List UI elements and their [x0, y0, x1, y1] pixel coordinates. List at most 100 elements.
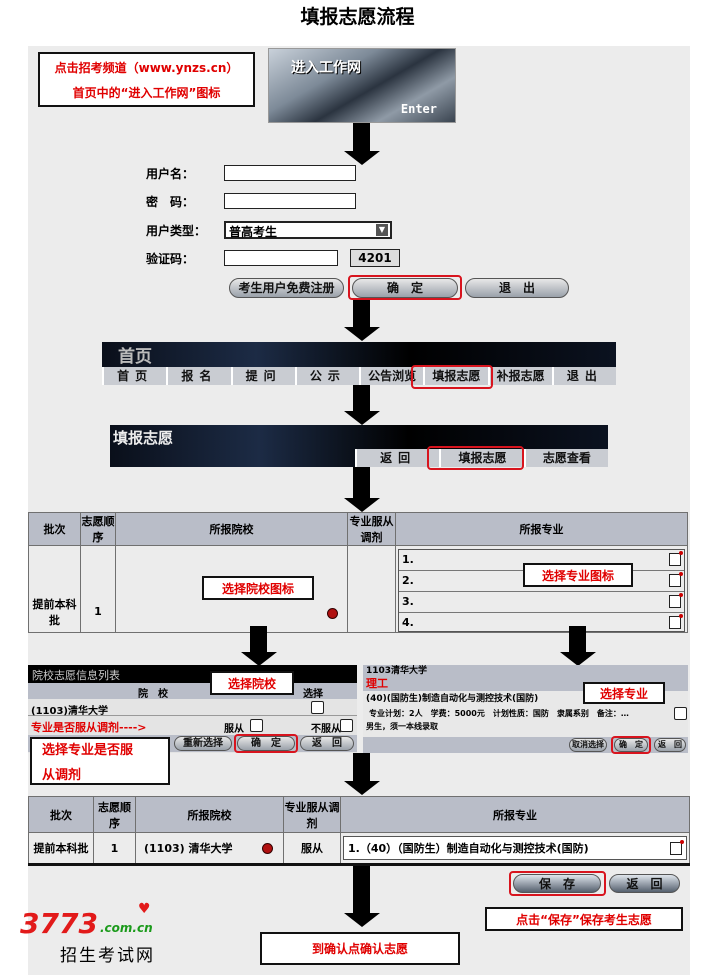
reselect-button[interactable]: 重新选择 [174, 736, 232, 751]
tab-supplement-application[interactable]: 补报志愿 [487, 367, 552, 385]
callout-text: 首页中的“进入工作网”图标 [72, 85, 221, 100]
col-order: 志愿顺序 [93, 796, 136, 833]
col-school: 所报院校 [135, 796, 284, 833]
major-confirm-button[interactable]: 确 定 [614, 738, 648, 752]
application-result-table: 批次 志愿顺序 所报院校 专业服从调剂 所报专业 提前本科批 1 (1103) … [28, 796, 690, 866]
major-detail: 专业计划：2人 学费：5000元 计划性质：国防 隶属系别 备注：… [369, 709, 629, 718]
major-note: 男生，须一本线录取 [366, 722, 438, 731]
obey-radio[interactable] [250, 719, 263, 732]
tab-ask[interactable]: 提问 [230, 367, 295, 385]
batch-cell: 提前本科批 [28, 832, 94, 865]
flow-arrow [344, 753, 380, 795]
callout-adjust: 选择专业是否服 从调剂 [30, 737, 170, 785]
not-obey-radio[interactable] [340, 719, 353, 732]
captcha-label: 验证码： [146, 252, 195, 266]
edit-major-icon[interactable] [669, 572, 683, 587]
select-major-radio[interactable] [674, 707, 687, 720]
major-slot: 2. [399, 571, 684, 592]
major-category: 理工 [366, 677, 388, 690]
enter-workweb-banner[interactable]: 进入工作网 Enter [268, 48, 456, 123]
captcha-image: 4201 [350, 249, 400, 267]
nav-title: 首页 [118, 347, 152, 367]
major-back-button[interactable]: 返 回 [654, 738, 686, 752]
not-obey-label: 不服从 [311, 724, 341, 735]
order-cell: 1 [80, 545, 116, 633]
site-logo: 3773 .com.cn ♥ 招生考试网 [20, 901, 170, 966]
banner-enter: Enter [400, 102, 437, 116]
major-slot: 3. [399, 592, 684, 613]
adjust-cell [347, 545, 396, 633]
usertype-select[interactable]: 普高考生 ▼ [224, 221, 392, 239]
highlight-box [348, 275, 462, 300]
usertype-label: 用户类型： [146, 224, 207, 238]
school-name: (1103)清华大学 [31, 706, 108, 717]
table-row: 提前本科批 1 1. 2. 3. 4. [28, 545, 688, 633]
select-school-icon[interactable] [327, 608, 338, 619]
callout-text: 点击招考频道（www.ynzs.cn） [54, 60, 239, 75]
cancel-select-button[interactable]: 取消选择 [569, 738, 607, 752]
application-nav-bar: 填报志愿 返回 填报志愿 志愿查看 [110, 425, 608, 467]
order-cell: 1 [93, 832, 136, 865]
select-school-radio[interactable] [311, 701, 324, 714]
obey-label: 服从 [224, 724, 244, 735]
callout-confirm: 到确认点确认志愿 [260, 932, 460, 965]
table-row: 提前本科批 1 (1103) 清华大学 服从 1.（40）（国防生）制造自动化与… [28, 832, 690, 865]
flow-arrow [344, 300, 380, 342]
password-label: 密 码： [146, 195, 195, 209]
tab-fill-application[interactable]: 填报志愿 [423, 367, 487, 385]
callout-select-major-icon: 选择专业图标 [523, 563, 633, 587]
callout-step1: 点击招考频道（www.ynzs.cn） 首页中的“进入工作网”图标 [38, 52, 255, 107]
col-adjust: 专业服从调剂 [347, 512, 396, 546]
major-name: (40)(国防生)制造自动化与测控技术(国防) [366, 694, 539, 704]
login-confirm-button[interactable]: 确 定 [352, 278, 458, 298]
edit-major-icon[interactable] [670, 839, 684, 855]
major-slot-label: 3. [402, 595, 414, 608]
heart-icon: ♥ [138, 901, 151, 917]
usertype-value: 普高考生 [229, 225, 278, 239]
major-school: 1103清华大学 [366, 666, 428, 676]
highlight-box [611, 736, 651, 754]
adjust-prompt: 专业是否服从调剂----> [31, 721, 147, 734]
school-confirm-button[interactable]: 确 定 [237, 736, 295, 751]
col-order: 志愿顺序 [80, 512, 116, 546]
username-input[interactable] [224, 165, 356, 181]
register-button[interactable]: 考生用户免费注册 [229, 278, 344, 298]
flow-arrow [344, 123, 380, 165]
major-slot-label: 4. [402, 616, 414, 629]
back-button[interactable]: 返 回 [609, 874, 680, 893]
flow-arrow [241, 626, 277, 666]
application-table: 批次 志愿顺序 所报院校 专业服从调剂 所报专业 提前本科批 1 1. 2. 3… [28, 512, 688, 633]
col-school: 院 校 [138, 689, 168, 700]
highlight-box [427, 446, 524, 470]
logo-domain: .com.cn [100, 921, 153, 935]
tab-publicity[interactable]: 公示 [294, 367, 359, 385]
tab-register[interactable]: 报名 [166, 367, 230, 385]
edit-major-icon[interactable] [669, 551, 683, 566]
exit-button[interactable]: 退 出 [465, 278, 569, 298]
tab-fill-application[interactable]: 填报志愿 [439, 449, 523, 467]
captcha-input[interactable] [224, 250, 338, 266]
col-school: 所报院校 [115, 512, 348, 546]
major-cell: 1. 2. 3. 4. [395, 545, 688, 633]
school-back-button[interactable]: 返 回 [300, 736, 354, 751]
col-batch: 批次 [28, 796, 94, 833]
flow-arrow [344, 467, 380, 512]
save-button[interactable]: 保 存 [513, 874, 601, 893]
tab-view-application[interactable]: 志愿查看 [523, 449, 608, 467]
tab-logout[interactable]: 退出 [551, 367, 616, 385]
major-slot-label: 2. [402, 574, 414, 587]
tab-back[interactable]: 返回 [355, 449, 439, 467]
major-slot: 4. [399, 613, 684, 631]
tab-home[interactable]: 首页 [102, 367, 166, 385]
col-batch: 批次 [28, 512, 81, 546]
highlight-box [509, 871, 606, 896]
password-input[interactable] [224, 193, 356, 209]
tab-announcements[interactable]: 公告浏览 [359, 367, 423, 385]
school-select-panel: 院校志愿信息列表 院 校 选择 (1103)清华大学 专业是否服从调剂---->… [28, 665, 357, 753]
edit-major-icon[interactable] [669, 614, 683, 629]
col-select: 选择 [303, 689, 323, 700]
edit-major-icon[interactable] [669, 593, 683, 608]
major-select-panel: 1103清华大学 理工 (40)(国防生)制造自动化与测控技术(国防) 专业计划… [363, 665, 688, 754]
select-school-icon[interactable] [262, 843, 273, 854]
major-slot-label: 1. [402, 553, 414, 566]
